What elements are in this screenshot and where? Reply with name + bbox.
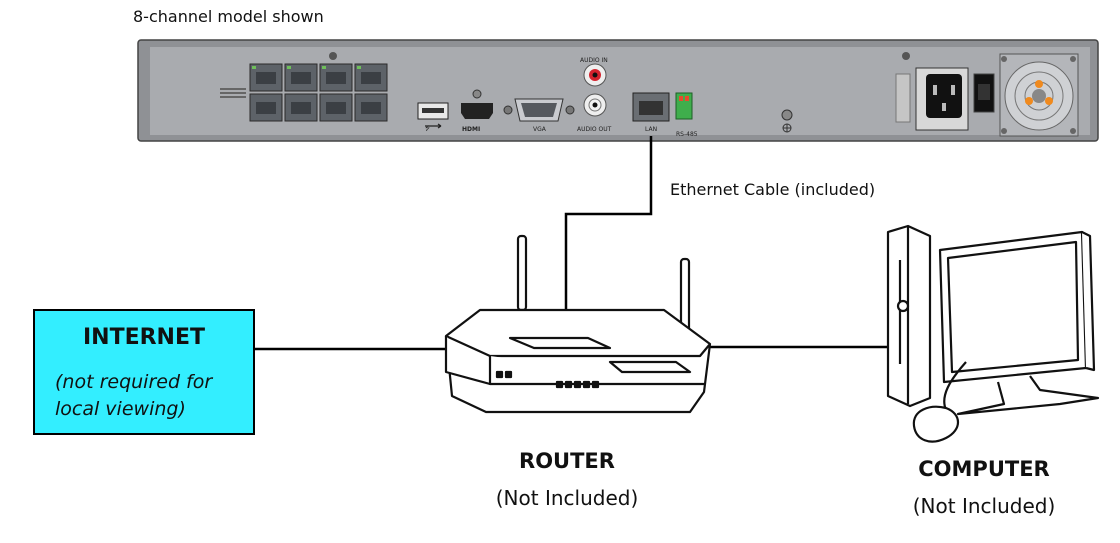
rs485-terminal: RS-485 <box>675 92 698 138</box>
fan-grille-icon <box>999 53 1079 137</box>
internet-box: INTERNET (not required for local viewing… <box>33 309 255 435</box>
connection-lines <box>255 136 890 351</box>
audio-in-label: AUDIO IN <box>580 57 608 64</box>
router-title: ROUTER <box>519 449 615 473</box>
vent-grille <box>220 88 246 98</box>
nvr-back-panel: ⭍ HDMI VGA AUDIO IN AUDIO OUT <box>137 39 1099 142</box>
ground-screw <box>781 109 793 133</box>
poe-camera-ports <box>249 63 388 122</box>
usb-port: ⭍ <box>417 102 449 132</box>
audio-out-label: AUDIO OUT <box>577 126 612 133</box>
vga-port: VGA <box>503 98 575 133</box>
audio-ports: AUDIO IN AUDIO OUT <box>577 57 612 133</box>
power-switch-icon <box>973 73 995 113</box>
power-inlet <box>895 67 969 131</box>
internet-note: (not required for local viewing) <box>55 371 213 420</box>
lan-port-label: LAN <box>645 126 657 133</box>
lan-port: LAN <box>632 92 670 133</box>
computer-icon <box>886 224 1100 443</box>
diagram-caption: 8-channel model shown <box>133 7 324 26</box>
internet-title: INTERNET <box>82 325 206 350</box>
svg-text:⭍: ⭍ <box>425 124 430 132</box>
router-subtitle: (Not Included) <box>495 486 639 510</box>
hdmi-port-label: HDMI <box>462 126 480 133</box>
computer-title: COMPUTER <box>918 457 1050 481</box>
vga-port-label: VGA <box>533 126 547 133</box>
ethernet-cable-label: Ethernet Cable (included) <box>670 180 876 199</box>
ethernet-cable-line <box>564 136 653 346</box>
hdmi-port: HDMI <box>461 89 493 133</box>
router-icon <box>444 234 712 414</box>
rs485-label: RS-485 <box>676 131 698 138</box>
computer-subtitle: (Not Included) <box>912 494 1056 518</box>
